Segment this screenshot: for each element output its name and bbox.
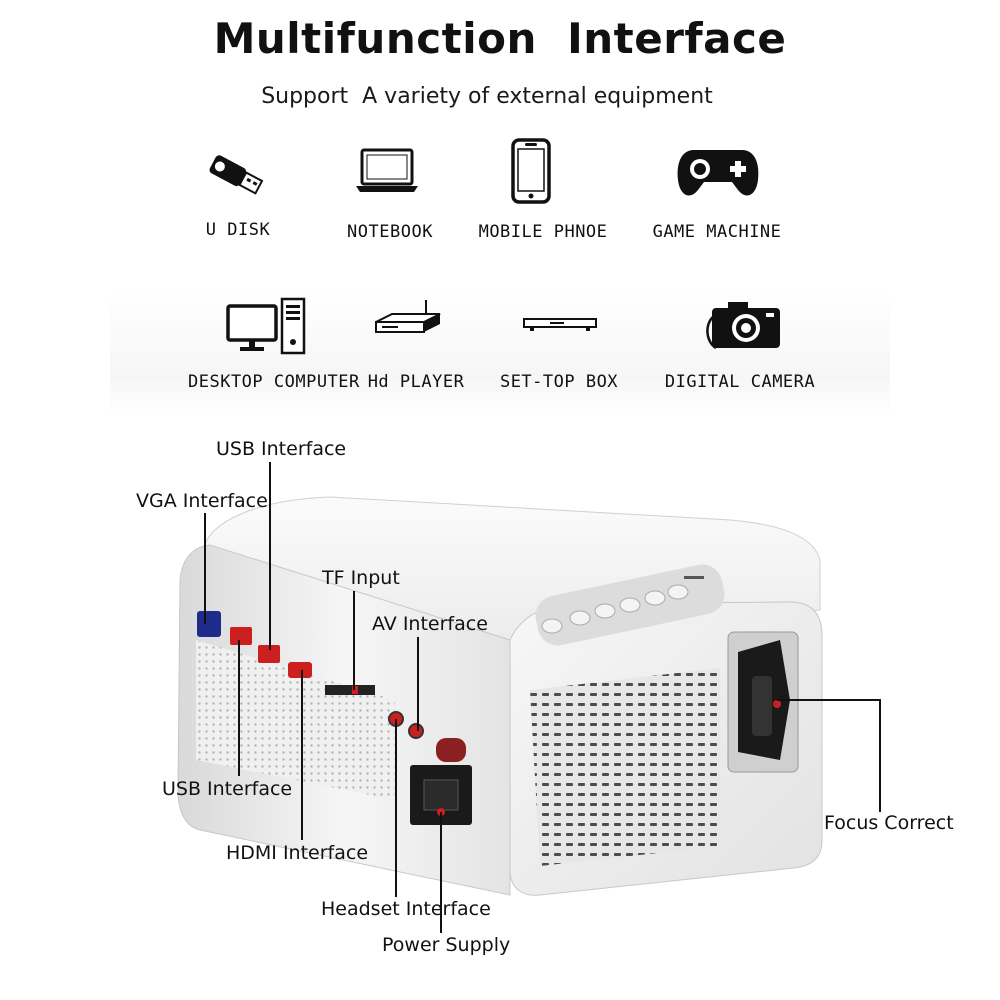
callout-lines <box>204 462 881 933</box>
usb-port-2 <box>258 645 280 663</box>
label-power-supply: Power Supply <box>382 934 511 956</box>
gamepad-icon <box>677 150 759 196</box>
label-usb-interface-top: USB Interface <box>216 438 347 460</box>
power-socket-inner <box>423 779 459 811</box>
hdmi-port <box>288 662 312 678</box>
label-usb-interface-bottom: USB Interface <box>162 778 293 800</box>
front-vent-grille <box>530 668 720 866</box>
page-title: Multifunction Interface <box>213 14 787 63</box>
device-label-notebook: NOTEBOOK <box>347 222 433 242</box>
focus-marker <box>773 700 781 708</box>
vga-port <box>197 611 221 637</box>
device-label-hd-player: Hd PLAYER <box>367 372 465 392</box>
side-vent-dots <box>196 640 395 800</box>
label-tf-input: TF Input <box>322 567 400 589</box>
hd-player-icon <box>375 300 441 333</box>
label-focus-correct: Focus Correct <box>824 812 954 834</box>
callout-line-focus <box>777 699 881 812</box>
label-av-interface: AV Interface <box>372 613 488 635</box>
indicator-slot <box>684 576 704 579</box>
laptop-icon <box>356 148 418 192</box>
device-label-mobile-phone: MOBILE PHNOE <box>478 222 608 242</box>
focus-ring <box>752 676 772 736</box>
tf-slot <box>325 685 375 695</box>
ir-window <box>436 738 466 762</box>
camera-icon <box>706 302 780 350</box>
desktop-computer-icon <box>226 297 306 355</box>
device-label-digital-camera: DIGITAL CAMERA <box>664 372 816 392</box>
page-subtitle: Support A variety of external equipment <box>261 84 713 109</box>
av-port <box>408 723 424 739</box>
device-label-u-disk: U DISK <box>205 220 271 240</box>
smartphone-icon <box>511 138 551 204</box>
device-label-set-top-box: SET-TOP BOX <box>499 372 619 392</box>
usb-port-1 <box>230 627 252 645</box>
label-headset-interface: Headset Interface <box>321 898 491 920</box>
usb-drive-icon <box>209 155 264 195</box>
control-buttons <box>541 584 689 634</box>
set-top-box-icon <box>523 318 597 331</box>
label-vga-interface: VGA Interface <box>136 490 268 512</box>
device-label-desktop-computer: DESKTOP COMPUTER <box>188 372 360 392</box>
device-label-game-machine: GAME MACHINE <box>652 222 782 242</box>
label-hdmi-interface: HDMI Interface <box>226 842 369 864</box>
